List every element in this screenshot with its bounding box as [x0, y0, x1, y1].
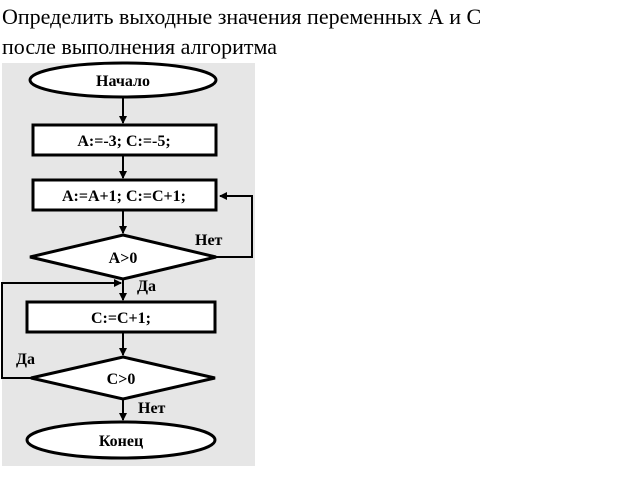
step1-label: A:=A+1; C:=C+1;	[62, 188, 186, 205]
task-line-1: Определить выходные значения переменных …	[2, 4, 482, 29]
start-label: Начало	[96, 73, 150, 90]
cond2-label: C>0	[107, 371, 136, 388]
end-terminal	[25, 420, 217, 460]
init-process-box	[31, 123, 218, 157]
cond1-label: A>0	[109, 250, 138, 267]
task-statement: Определить выходные значения переменных …	[2, 2, 481, 62]
step1-process-box	[31, 178, 218, 212]
arrow-cond2-yes-loop	[1, 279, 122, 379]
step2-process-box	[25, 300, 217, 334]
arrow-cond1-no-loop	[216, 192, 253, 258]
end-label: Конец	[99, 433, 143, 450]
init-label: A:=-3; C:=-5;	[77, 133, 170, 150]
step2-label: C:=C+1;	[91, 310, 151, 327]
cond2-yes-label: Да	[16, 351, 35, 368]
cond1-yes-label: Да	[137, 278, 156, 295]
cond2-no-label: Нет	[138, 400, 166, 417]
task-line-2: после выполнения алгоритма	[2, 34, 277, 59]
cond1-no-label: Нет	[195, 232, 223, 249]
